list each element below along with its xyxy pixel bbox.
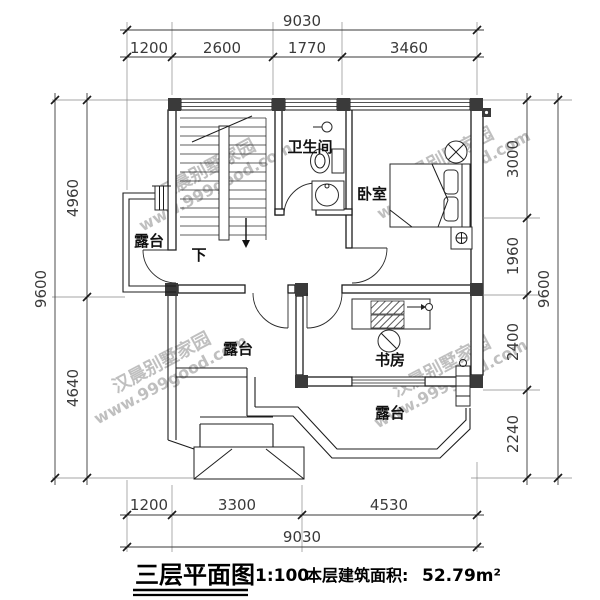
drawing-title: 三层平面图 [135, 561, 255, 589]
room-label-terrace-left: 露台 [134, 232, 164, 250]
lower-roof [193, 446, 305, 480]
toilet-icon [310, 148, 330, 174]
columns [165, 98, 483, 388]
room-label-terrace-mid: 露台 [223, 340, 253, 358]
dim-top-seg4: 3460 [390, 39, 428, 57]
dim-top-seg3: 1770 [288, 39, 326, 57]
dim-right-seg1: 3000 [504, 140, 522, 178]
window-study [351, 376, 426, 387]
window-top-middle [284, 98, 338, 111]
drawing-scale: 1:100 [255, 566, 309, 586]
terrace-pillar [154, 185, 169, 211]
pillow [443, 169, 459, 195]
dim-left-total: 9600 [32, 270, 50, 308]
stairs-down-label: 下 [191, 246, 206, 264]
stair-rail [218, 125, 230, 241]
walls [167, 109, 484, 387]
dim-left-seg2: 4640 [64, 369, 82, 407]
watermark-top-left: 汉晨别墅家园 www.999good.com [136, 134, 296, 235]
dim-bottom-total: 9030 [283, 528, 321, 546]
stair-down-arrow [242, 240, 250, 248]
toilet-tank [331, 148, 345, 174]
dim-left-seg1: 4960 [64, 179, 82, 217]
bathroom-fixtures [310, 121, 345, 211]
dim-top-seg1: 1200 [130, 39, 168, 57]
dim-top-total: 9030 [283, 12, 321, 30]
room-labels: 卫生间 卧室 书房 露台 露台 露台 下 [134, 138, 405, 422]
dim-right-seg2: 1960 [504, 237, 522, 275]
sink-icon [315, 183, 339, 207]
window-top-left [180, 98, 273, 111]
area-value: 52.79m² [422, 566, 501, 586]
dim-top-seg2: 2600 [203, 39, 241, 57]
room-label-terrace-bottom: 露台 [375, 404, 405, 422]
doors [142, 182, 388, 329]
dim-right-seg3: 2400 [504, 323, 522, 361]
room-label-bathroom: 卫生间 [287, 138, 332, 156]
title-block: 三层平面图 1:100 本层建筑面积: 52.79m² [133, 561, 501, 597]
dimensions-bottom: 1200 3300 4530 9030 [120, 462, 484, 552]
dim-right-seg4: 2240 [504, 415, 522, 453]
room-label-study: 书房 [375, 351, 405, 369]
dimensions-left: 4960 4640 9600 [32, 93, 194, 485]
railings [122, 108, 491, 480]
area-label: 本层建筑面积: [306, 566, 408, 585]
dim-bottom-seg1: 1200 [130, 496, 168, 514]
dimensions-top: 9030 1200 2600 1770 3460 [120, 12, 484, 190]
watermark-bottom-left: 汉晨别墅家园 www.999good.com [91, 327, 251, 428]
pillow [443, 196, 459, 222]
light-icon [321, 121, 333, 133]
study-furniture [351, 298, 433, 353]
dim-right-total: 9600 [535, 270, 553, 308]
bedroom-furniture [389, 140, 473, 250]
dim-bottom-seg3: 4530 [370, 496, 408, 514]
room-label-bedroom: 卧室 [357, 185, 387, 203]
window-top-right [349, 98, 471, 111]
staircase [180, 115, 267, 248]
dimensions-right: 3000 1960 2400 2240 9600 [471, 93, 572, 485]
dim-bottom-seg2: 3300 [218, 496, 256, 514]
